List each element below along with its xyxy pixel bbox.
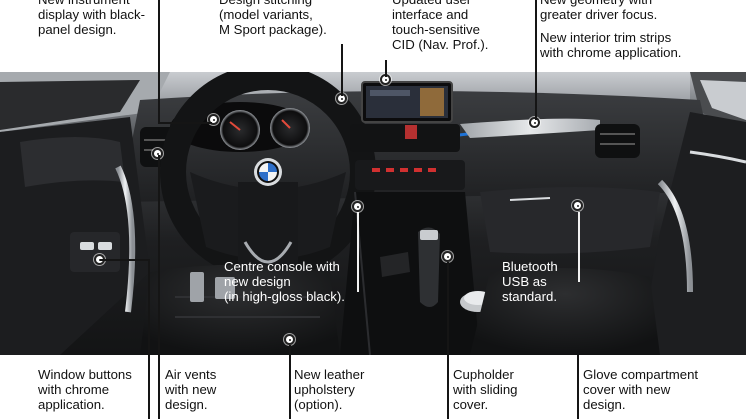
callout-trim-strips: New interior trim strips with chrome app…: [540, 30, 682, 60]
leader-cupholder: [447, 262, 449, 419]
marker-air-vents: [152, 148, 163, 159]
marker-cupholder: [442, 251, 453, 262]
marker-glove-compartment: [572, 200, 583, 211]
leader-trim-strips: [535, 0, 537, 120]
callout-stitching: Design stitching (model variants, M Spor…: [219, 0, 327, 37]
callout-glove-compartment: Glove compartment cover with new design.: [583, 367, 699, 412]
callout-centre-console: Centre console with new design (in high-…: [224, 259, 345, 304]
leader-instrument-display-v: [158, 0, 160, 124]
callout-window-buttons: Window buttons with chrome application.: [38, 367, 132, 412]
gear-selector-icon: [418, 227, 440, 307]
marker-trim-strips: [529, 117, 540, 128]
callout-bluetooth: Bluetooth USB as standard.: [502, 259, 558, 304]
leader-air-vents: [158, 155, 160, 419]
leader-glove-compartment: [577, 355, 579, 419]
leader-instrument-display-h: [158, 122, 212, 124]
leader-stitching: [341, 44, 343, 96]
leader-window-buttons-h: [100, 259, 150, 261]
marker-centre-console: [352, 201, 363, 212]
leader-bluetooth: [578, 212, 580, 282]
callout-instrument-display: New instrument display with black- panel…: [38, 0, 146, 37]
callout-air-vents: Air vents with new design.: [165, 367, 217, 412]
callout-upholstery: New leather upholstery (option).: [294, 367, 365, 412]
callout-cid: Updated user interface and touch-sensiti…: [392, 0, 489, 52]
callout-cupholder: Cupholder with sliding cover.: [453, 367, 518, 412]
interior-scene: [0, 72, 746, 355]
leader-centre-console: [357, 212, 359, 292]
marker-instrument-display: [208, 114, 219, 125]
leader-upholstery: [289, 345, 291, 419]
leader-window-buttons-v: [148, 259, 150, 419]
callout-geometry: New geometry with greater driver focus.: [540, 0, 658, 22]
interior-illustration: [0, 72, 746, 355]
roundel-badge-icon: [254, 158, 282, 186]
marker-upholstery: [284, 334, 295, 345]
leader-cid: [385, 60, 387, 77]
